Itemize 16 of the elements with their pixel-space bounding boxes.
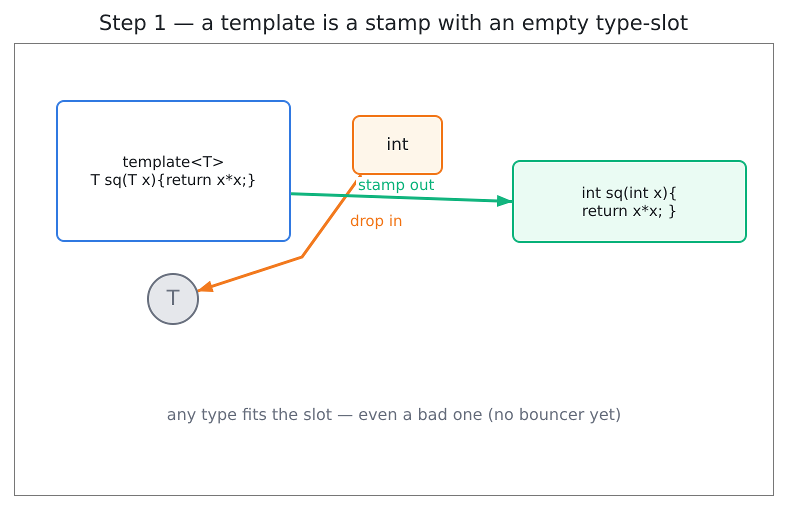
code-line: template<T>	[122, 153, 224, 171]
template-box	[56, 100, 291, 242]
arrow	[290, 192, 513, 207]
slot-label: T	[166, 286, 180, 312]
arrow	[196, 174, 362, 292]
code-line: int sq(int x){	[581, 184, 678, 202]
title: Step 1 — a template is a stamp with an empty type-slot	[98, 11, 690, 36]
type-label: int	[386, 134, 409, 156]
code-line: return x*x; }	[582, 202, 678, 220]
edge-label: drop in	[348, 213, 404, 230]
code-line: T sq(T x){return x*x;}	[90, 171, 256, 189]
edge-label: stamp out	[356, 177, 436, 194]
type-box	[352, 115, 443, 175]
result-box	[512, 160, 747, 243]
note-text: any type fits the slot — even a bad one (no bouncer yet)	[166, 405, 622, 424]
type-slot-circle	[147, 273, 199, 325]
